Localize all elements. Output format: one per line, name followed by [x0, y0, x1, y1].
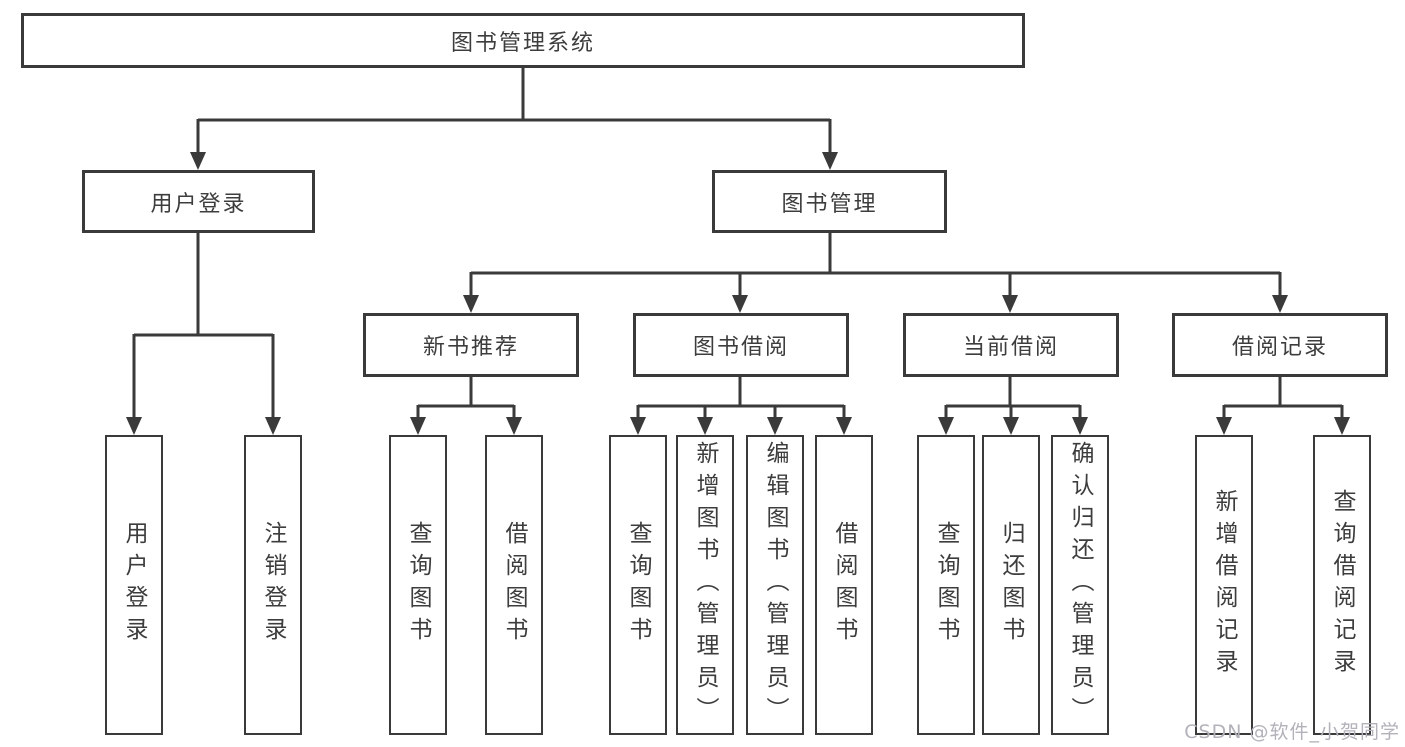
- arrowhead: [767, 417, 783, 435]
- connector-group: [132, 68, 1344, 419]
- leaf-confirm-return-admin: 确认归还（管理员）: [1051, 435, 1109, 735]
- leaf-add-borrow-record: 新增借阅记录: [1195, 435, 1253, 735]
- leaf-label: 借阅图书: [831, 521, 857, 649]
- leaf-label: 新增图书（管理员）: [692, 441, 718, 729]
- node-current-borrow: 当前借阅: [903, 313, 1119, 377]
- arrowheads: [126, 152, 1350, 435]
- leaf-user-login: 用户登录: [105, 435, 163, 735]
- arrowhead: [265, 417, 281, 435]
- node-label: 图书借阅: [692, 335, 789, 360]
- arrowhead: [1272, 295, 1288, 313]
- arrowhead: [126, 417, 142, 435]
- leaf-label: 确认归还（管理员）: [1067, 441, 1093, 729]
- arrowhead: [836, 417, 852, 435]
- node-borrow-record: 借阅记录: [1172, 313, 1388, 377]
- arrowhead: [410, 417, 426, 435]
- arrowhead: [1334, 417, 1350, 435]
- arrowhead: [506, 417, 522, 435]
- leaf-label: 注销登录: [260, 521, 286, 649]
- node-label: 新书推荐: [422, 335, 519, 360]
- leaf-edit-book-admin: 编辑图书（管理员）: [746, 435, 804, 735]
- leaf-label: 编辑图书（管理员）: [762, 441, 788, 729]
- node-label: 借阅记录: [1231, 335, 1328, 360]
- leaf-label: 查询图书: [933, 521, 959, 649]
- leaf-label: 用户登录: [121, 521, 147, 649]
- leaf-add-book-admin: 新增图书（管理员）: [676, 435, 734, 735]
- leaf-query-book-1: 查询图书: [389, 435, 447, 735]
- arrowhead: [630, 417, 646, 435]
- leaf-label: 借阅图书: [501, 521, 527, 649]
- node-user-login: 用户登录: [82, 170, 315, 233]
- leaf-label: 归还图书: [998, 521, 1024, 649]
- node-book-borrow: 图书借阅: [633, 313, 849, 377]
- arrowhead: [1003, 417, 1019, 435]
- leaf-logout: 注销登录: [244, 435, 302, 735]
- leaf-label: 查询借阅记录: [1329, 489, 1355, 681]
- arrowhead: [1216, 417, 1232, 435]
- node-system-root: 图书管理系统: [21, 13, 1025, 68]
- leaf-label: 查询图书: [625, 521, 651, 649]
- arrowhead: [463, 295, 479, 313]
- arrowhead: [938, 417, 954, 435]
- node-label: 图书管理: [781, 191, 878, 217]
- leaf-query-book-3: 查询图书: [917, 435, 975, 735]
- node-label: 当前借阅: [962, 335, 1059, 360]
- node-label: 图书管理系统: [450, 30, 595, 56]
- arrowhead: [697, 417, 713, 435]
- arrowhead: [1072, 417, 1088, 435]
- leaf-label: 新增借阅记录: [1211, 489, 1237, 681]
- node-new-book-recommend: 新书推荐: [363, 313, 579, 377]
- arrowhead: [1002, 295, 1018, 313]
- node-label: 用户登录: [150, 191, 247, 217]
- node-book-management: 图书管理: [712, 170, 947, 233]
- arrowhead: [190, 152, 206, 170]
- arrowhead: [822, 152, 838, 170]
- leaf-borrow-book-1: 借阅图书: [485, 435, 543, 735]
- arrowhead: [732, 295, 748, 313]
- leaf-label: 查询图书: [405, 521, 431, 649]
- csdn-watermark: CSDN @软件_小贺同学: [1184, 721, 1400, 743]
- leaf-query-borrow-record: 查询借阅记录: [1313, 435, 1371, 735]
- leaf-borrow-book-2: 借阅图书: [815, 435, 873, 735]
- leaf-query-book-2: 查询图书: [609, 435, 667, 735]
- leaf-return-book: 归还图书: [982, 435, 1040, 735]
